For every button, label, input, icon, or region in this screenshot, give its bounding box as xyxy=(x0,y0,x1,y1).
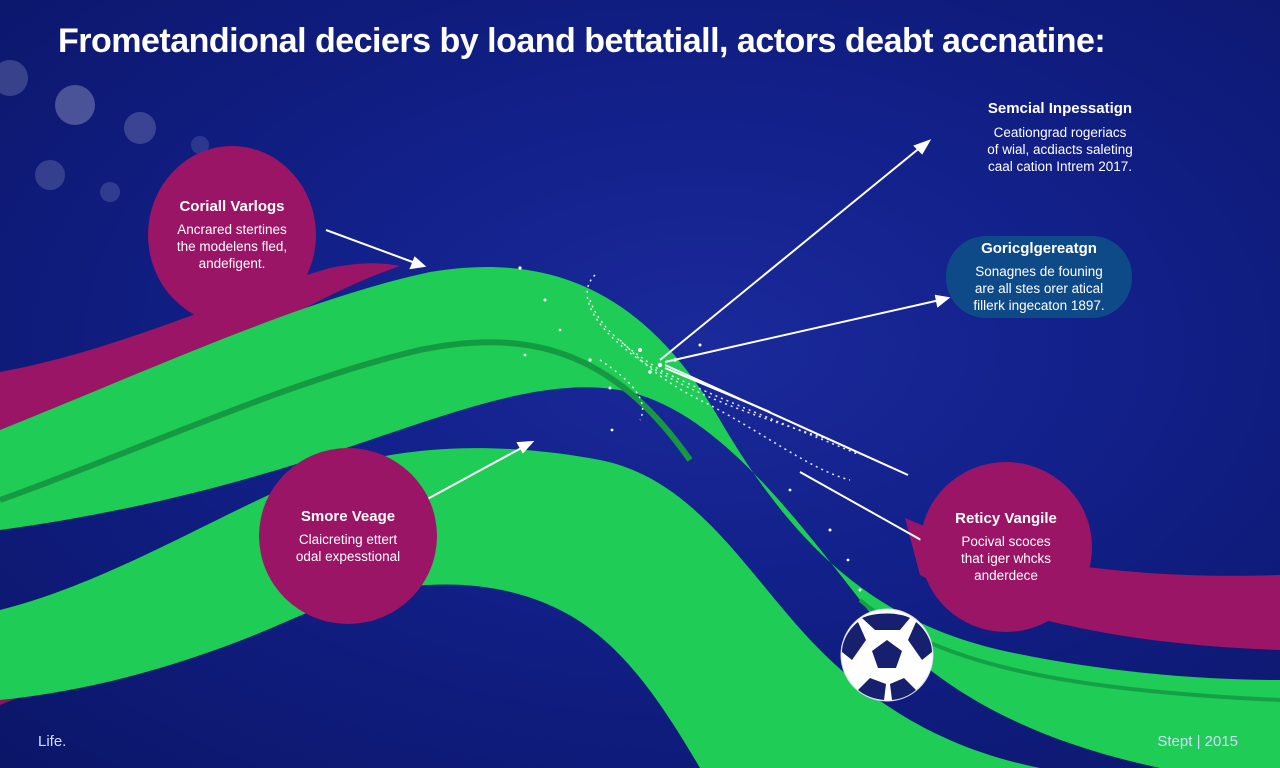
particle-trails xyxy=(586,274,861,481)
callout-line: of wial, acdiacts saleting xyxy=(987,142,1133,157)
arrow-bottom-left-head xyxy=(516,440,535,454)
callout-line: anderdece xyxy=(974,568,1038,583)
callout-heading: Semcial Inpessatign xyxy=(987,100,1133,117)
callout-line: that iger whcks xyxy=(960,551,1052,566)
bokeh-lights xyxy=(0,60,209,202)
callout-heading: Coriall Varlogs xyxy=(179,198,285,215)
wave-inner-stripe-1 xyxy=(0,339,693,503)
callout-line: Claicreting ettert xyxy=(298,531,398,547)
arrow-bottom-right xyxy=(799,471,931,546)
arrow-top-right xyxy=(659,145,923,361)
callout-heading: Reticy Vangile xyxy=(955,510,1057,527)
arrow-top-left xyxy=(325,229,419,265)
callout-line: Pocival scoces xyxy=(961,534,1051,549)
callout-line: Ceationgrad rogeriacs xyxy=(993,125,1127,140)
callout-bottom-left: Smore Veage Claicreting ettert odal expe… xyxy=(259,448,437,624)
callout-heading: Goricglgereatgn xyxy=(981,240,1097,257)
callout-line: andefigent. xyxy=(198,256,266,271)
callout-bottom-right: Reticy Vangile Pocival scoces that iger … xyxy=(920,462,1092,632)
callout-line: caal cation Intrem 2017. xyxy=(987,159,1133,174)
callout-heading: Smore Veage xyxy=(300,507,396,525)
callout-line: fillerk ingecaton 1897. xyxy=(973,298,1105,313)
callout-line: Ancrared stertines xyxy=(177,222,287,237)
callout-middle-right: Goricglgereatgn Sonagnes de founing are … xyxy=(946,236,1132,318)
diagram-title: Frometandional deciers by loand bettatia… xyxy=(58,22,1106,60)
callout-line: the modelens fled, xyxy=(176,239,288,254)
callout-top-left: Coriall Varlogs Ancrared stertines the m… xyxy=(148,146,316,324)
arrow-middle-right xyxy=(664,299,941,363)
footer-right-label: Stept | 2015 xyxy=(1157,733,1238,750)
callout-line: are all stes orer atical xyxy=(974,281,1104,296)
arrow-middle-right-head xyxy=(934,294,951,308)
callout-line: odal expesstional xyxy=(295,548,401,564)
soccer-ball-icon xyxy=(840,608,934,702)
arrow-top-right-head xyxy=(913,139,932,155)
callout-top-right: Semcial Inpessatign Ceationgrad rogeriac… xyxy=(940,100,1180,175)
arrow-lower-ray-2 xyxy=(664,367,771,413)
callout-line: Sonagnes de founing xyxy=(975,264,1103,279)
footer-left-label: Life. xyxy=(38,733,67,750)
arrow-bottom-left xyxy=(419,445,526,504)
green-wave-upper xyxy=(0,266,1280,768)
arrow-top-left-head xyxy=(409,256,427,270)
arrow-lower-ray-1 xyxy=(664,364,909,476)
